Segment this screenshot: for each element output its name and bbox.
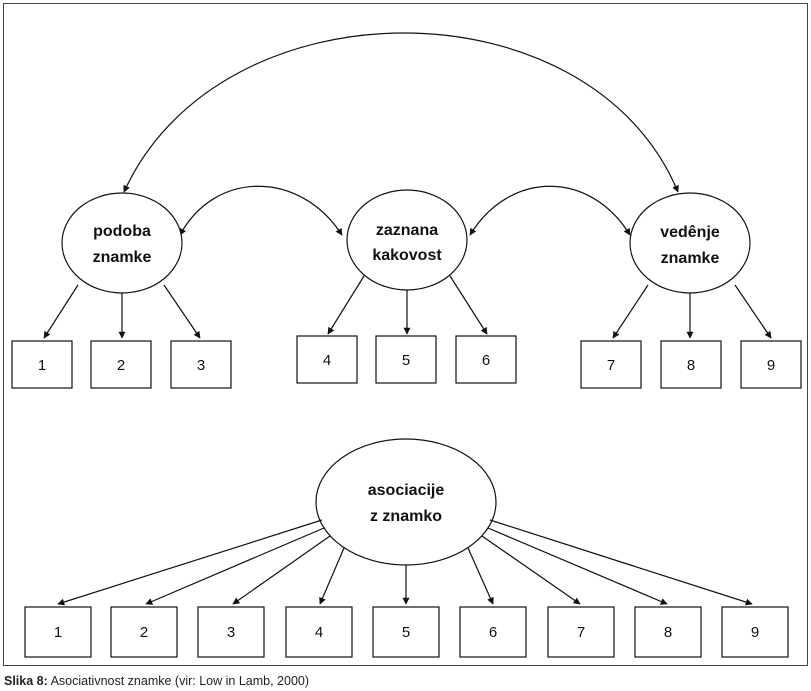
indicator-box-bottom-6: 6 [459, 606, 527, 658]
indicator-box-bottom-7: 7 [547, 606, 615, 658]
indicator-box-top-7: 7 [580, 340, 642, 389]
path-asociacije-2 [145, 527, 325, 605]
svg-text:8: 8 [687, 357, 695, 374]
path-kakovost-4 [327, 275, 365, 335]
latent-zaznana-kakovost: zaznana kakovost [346, 189, 468, 291]
indicator-box-bottom-8: 8 [634, 606, 702, 658]
latent-kakovost-line1: zaznana [376, 222, 438, 239]
indicator-box-bottom-4: 4 [285, 606, 353, 658]
path-podoba-3 [163, 284, 201, 339]
latent-kakovost-line2: kakovost [372, 247, 442, 264]
svg-text:6: 6 [489, 624, 497, 641]
indicator-box-bottom-5: 5 [372, 606, 440, 658]
latent-vedenje-line2: znamke [661, 250, 720, 267]
caption-label: Slika 8: [4, 674, 48, 688]
svg-text:8: 8 [664, 624, 672, 641]
path-asociacije-8 [487, 527, 668, 605]
indicator-box-bottom-1: 1 [24, 606, 92, 658]
caption-text: Asociativnost znamke (vir: Low in Lamb, … [47, 674, 310, 688]
svg-text:1: 1 [54, 624, 62, 641]
path-asociacije-4 [319, 547, 345, 605]
figure-frame [3, 3, 808, 666]
indicator-box-top-3: 3 [170, 340, 232, 389]
indicator-box-top-2: 2 [90, 340, 152, 389]
svg-text:3: 3 [197, 357, 205, 374]
covariance-arc-kakovost-vedenje [469, 185, 631, 236]
svg-text:4: 4 [323, 352, 331, 369]
svg-text:9: 9 [767, 357, 775, 374]
indicator-box-bottom-2: 2 [110, 606, 178, 658]
indicator-box-bottom-9: 9 [721, 606, 789, 658]
latent-asociacije-line1: asociacije [368, 482, 445, 499]
covariance-arc-podoba-kakovost [179, 185, 343, 236]
svg-text:5: 5 [402, 352, 410, 369]
indicator-box-top-9: 9 [740, 340, 802, 389]
svg-text:3: 3 [227, 624, 235, 641]
latent-podoba-znamke: podoba znamke [61, 192, 183, 294]
latent-vedenje-znamke: vedênje znamke [629, 192, 751, 294]
path-vedenje-7 [612, 284, 649, 339]
svg-text:2: 2 [117, 357, 125, 374]
svg-text:7: 7 [577, 624, 585, 641]
latent-asociacije-line2: z znamko [370, 508, 442, 525]
path-asociacije-3 [232, 535, 331, 605]
svg-text:5: 5 [402, 624, 410, 641]
svg-text:6: 6 [482, 352, 490, 369]
path-asociacije-7 [481, 535, 581, 605]
indicator-box-top-4: 4 [296, 335, 358, 384]
latent-podoba-line2: znamke [93, 249, 152, 266]
latent-podoba-line1: podoba [93, 223, 151, 240]
path-vedenje-9 [734, 284, 772, 339]
svg-text:2: 2 [140, 624, 148, 641]
indicator-box-bottom-3: 3 [197, 606, 265, 658]
indicator-box-top-5: 5 [375, 335, 437, 384]
latent-asociacije-z-znamko: asociacije z znamko [315, 438, 497, 566]
indicator-box-top-8: 8 [660, 340, 722, 389]
path-asociacije-6 [467, 547, 494, 605]
path-asociacije-1 [57, 519, 323, 606]
path-kakovost-6 [449, 275, 488, 335]
indicator-box-top-1: 1 [11, 340, 73, 389]
indicator-box-top-6: 6 [455, 335, 517, 384]
latent-vedenje-line1: vedênje [660, 224, 720, 241]
svg-text:1: 1 [38, 357, 46, 374]
path-podoba-1 [43, 284, 79, 339]
covariance-arc-podoba-vedenje [123, 32, 679, 193]
path-asociacije-9 [489, 519, 753, 606]
svg-text:7: 7 [607, 357, 615, 374]
svg-text:4: 4 [315, 624, 323, 641]
svg-text:9: 9 [751, 624, 759, 641]
figure-caption: Slika 8: Asociativnost znamke (vir: Low … [4, 674, 309, 688]
